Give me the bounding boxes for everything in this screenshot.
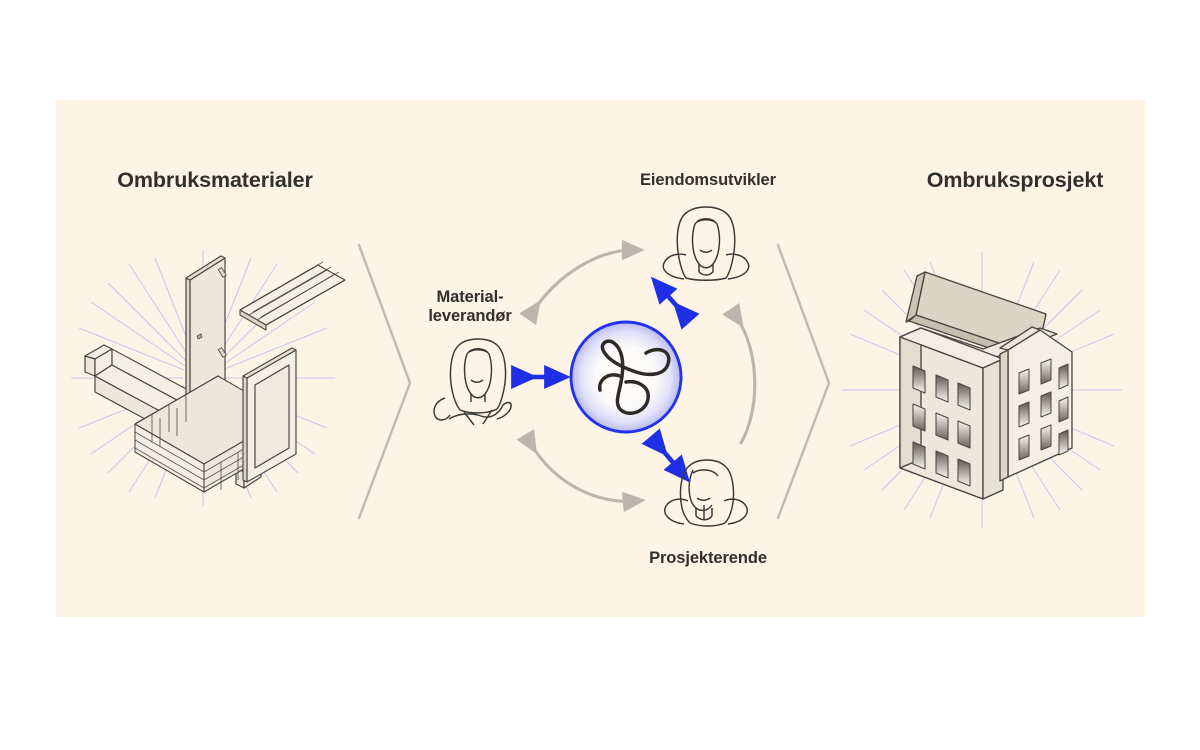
node-label-eiendomsutvikler: Eiendomsutvikler — [640, 171, 776, 189]
page-title-right: Ombruksprosjekt — [926, 168, 1104, 192]
node-label-prosjekterende: Prosjekterende — [649, 549, 767, 567]
node-label-materialleverandor: Material- leverandør — [428, 288, 512, 326]
page-title-left: Ombruksmaterialer — [117, 168, 313, 192]
